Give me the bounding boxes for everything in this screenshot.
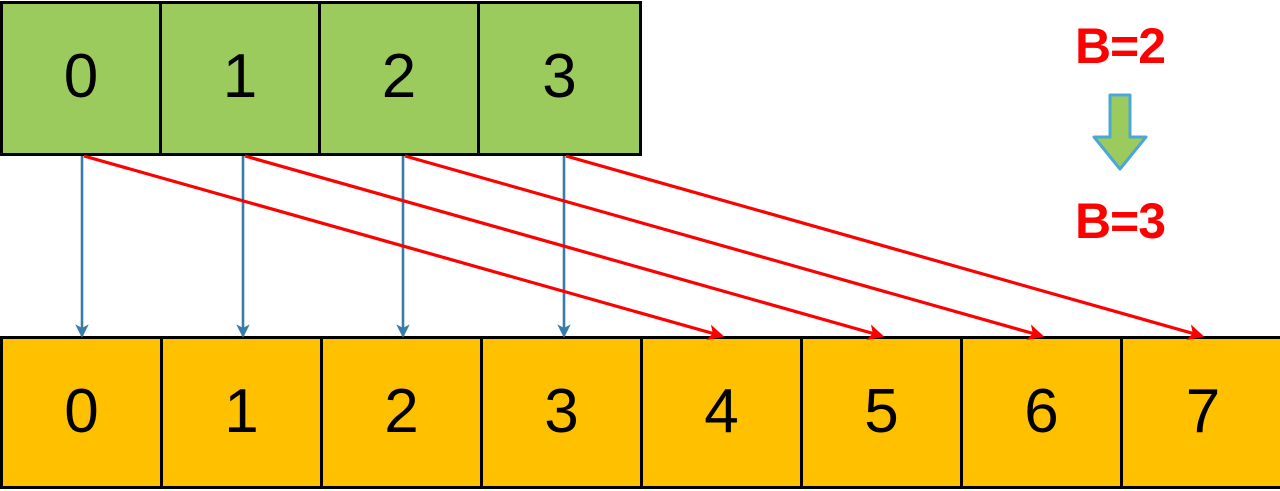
offset-rehash-arrows — [83, 154, 1205, 340]
target-cell-5: 5 — [803, 339, 963, 486]
target-cell-1: 1 — [163, 339, 323, 486]
target-cell-7: 7 — [1185, 376, 1221, 446]
identity-rehash-arrows — [75, 156, 571, 338]
target-cell-4: 4 — [643, 339, 803, 486]
down-block-arrow-icon — [1040, 91, 1200, 173]
source-cell-3: 3 — [542, 41, 577, 111]
target-cell-2: 2 — [323, 339, 483, 486]
target-cell-6: 6 — [963, 339, 1123, 486]
source-cell-0: 0 — [3, 4, 162, 153]
legend-after-label: B=3 — [1074, 192, 1166, 249]
capacity-legend: B=2 B=3 — [1040, 20, 1200, 247]
source-array-old-table: 0 1 2 3 — [0, 1, 642, 156]
target-array-new-table: 0 1 2 3 4 5 6 7 — [0, 336, 1280, 489]
target-cell-0: 0 — [3, 339, 163, 486]
diagonal-arrow-1-to-5 — [244, 154, 885, 340]
diagonal-arrow-2-to-6 — [404, 154, 1045, 340]
legend-before-label: B=2 — [1074, 18, 1166, 74]
target-cell-3: 3 — [483, 339, 643, 486]
source-cell-2: 2 — [321, 4, 480, 153]
diagonal-arrow-0-to-4 — [83, 154, 725, 340]
source-cell-1: 1 — [162, 4, 321, 153]
